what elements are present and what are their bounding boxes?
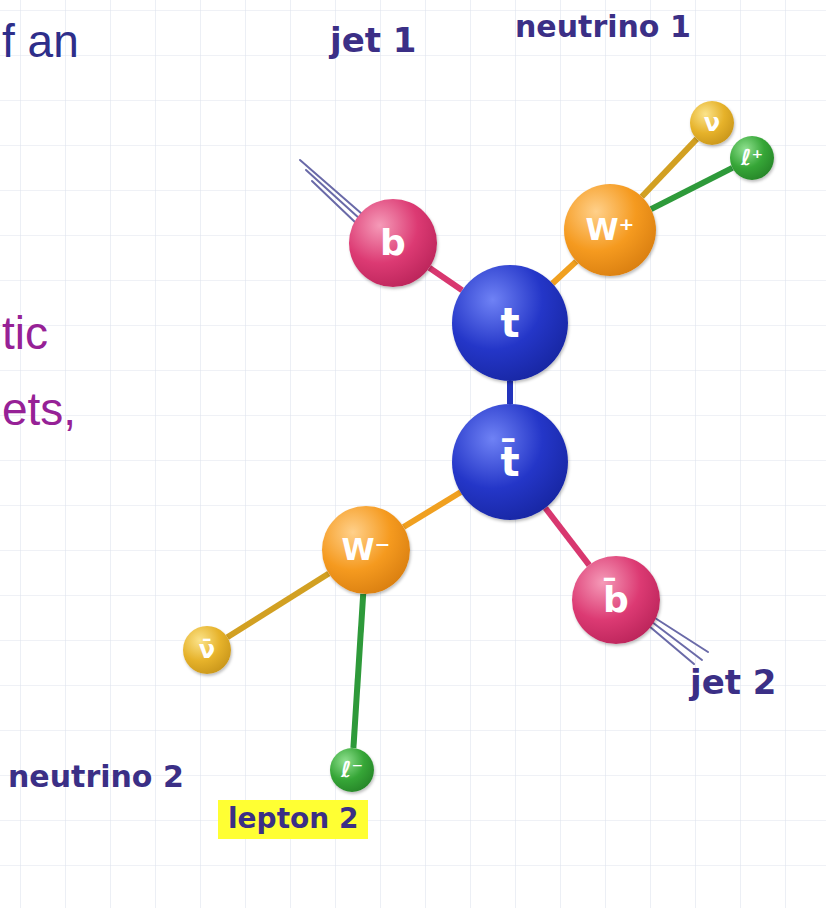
particle-symbol: t: [500, 303, 519, 343]
particle-circle: ν̄: [183, 626, 231, 674]
decay-line: [404, 492, 461, 527]
particle-circle: t̄: [452, 404, 568, 520]
decay-line: [227, 573, 328, 637]
particle-symbol: ν̄: [199, 638, 215, 662]
particle-circle: ℓ⁺: [730, 136, 774, 180]
text-label: jet 2: [690, 664, 776, 701]
highlighted-label: lepton 2: [218, 800, 368, 839]
text-label: neutrino 2: [8, 760, 184, 793]
particle-circle: b̄: [572, 556, 660, 644]
particle-symbol: ℓ⁺: [741, 147, 763, 169]
particle-circle: ν: [690, 101, 734, 145]
particle-symbol: W⁻: [342, 535, 391, 565]
particle-circle: b: [349, 199, 437, 287]
particle-circle: W⁺: [564, 184, 656, 276]
particle-circle: t: [452, 265, 568, 381]
decay-line: [651, 168, 732, 209]
particle-symbol: ℓ⁻: [341, 759, 363, 781]
text-label: tic: [2, 308, 48, 359]
decay-line: [507, 381, 513, 404]
decay-line: [429, 268, 462, 290]
particle-symbol: b: [380, 225, 406, 261]
text-label: f an: [2, 16, 79, 67]
text-label: ets,: [2, 384, 76, 435]
particle-symbol: ν: [704, 111, 720, 135]
decay-line: [552, 261, 576, 283]
decay-line: [545, 508, 589, 565]
text-label: jet 1: [330, 22, 416, 59]
particle-symbol: b̄: [603, 582, 629, 618]
particle-circle: ℓ⁻: [330, 748, 374, 792]
text-label: neutrino 1: [515, 10, 691, 43]
particle-symbol: W⁺: [586, 215, 635, 245]
particle-symbol: t̄: [500, 442, 519, 482]
particle-circle: W⁻: [322, 506, 410, 594]
decay-line: [353, 594, 363, 748]
